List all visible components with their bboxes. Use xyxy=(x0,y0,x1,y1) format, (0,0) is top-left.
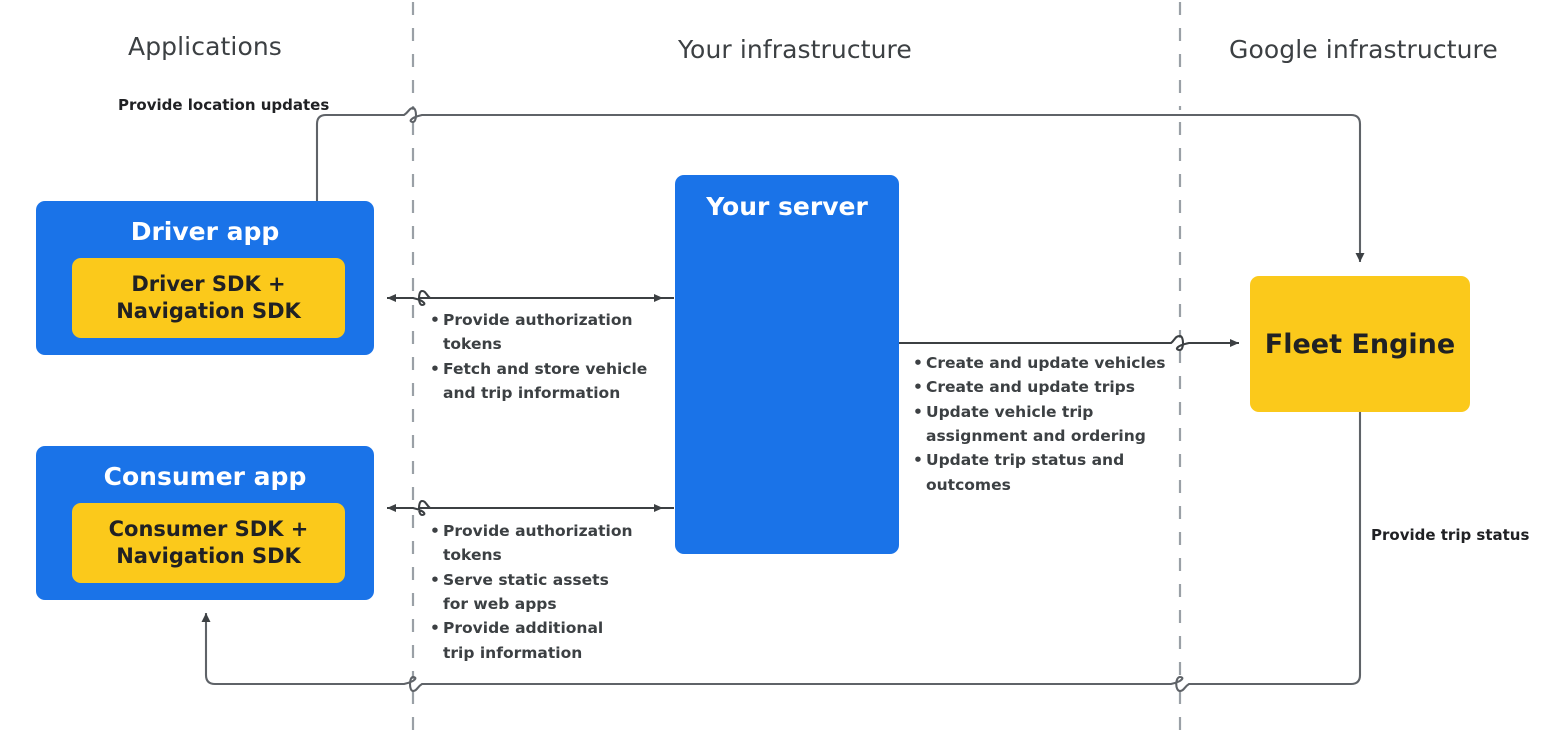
bullet-item: Update trip status and outcomes xyxy=(913,448,1173,497)
zone-title-your-infrastructure: Your infrastructure xyxy=(678,35,912,64)
bullet-item: Provide authorization tokens xyxy=(430,519,660,568)
zone-title-applications: Applications xyxy=(128,32,282,61)
connector-driver-app-server xyxy=(387,289,674,307)
bullets-consumer-to-server: Provide authorization tokens Serve stati… xyxy=(430,519,660,665)
edge-label-provide-location-updates: Provide location updates xyxy=(118,96,330,114)
bullets-driver-to-server: Provide authorization tokens Fetch and s… xyxy=(430,308,660,405)
driver-sdk-label: Driver SDK + Navigation SDK xyxy=(116,271,301,323)
bullet-item: Provide authorization tokens xyxy=(430,308,660,357)
edge-label-provide-trip-status: Provide trip status xyxy=(1371,526,1530,544)
connector-server-to-fleet-engine xyxy=(899,334,1239,352)
driver-app-title: Driver app xyxy=(130,217,280,246)
bullets-server-to-fleet-engine: Create and update vehicles Create and up… xyxy=(913,351,1173,497)
driver-sdk-box[interactable]: Driver SDK + Navigation SDK xyxy=(72,258,345,338)
connector-driver-to-fleet-engine xyxy=(315,106,1365,300)
bullet-item: Provide additional trip information xyxy=(430,616,660,665)
bullet-item: Serve static assets for web apps xyxy=(430,568,660,617)
consumer-sdk-box[interactable]: Consumer SDK + Navigation SDK xyxy=(72,503,345,583)
fleet-engine-box[interactable]: Fleet Engine xyxy=(1250,276,1470,412)
bullet-item: Create and update vehicles xyxy=(913,351,1173,376)
zone-title-google-infrastructure: Google infrastructure xyxy=(1229,35,1498,64)
fleet-engine-label: Fleet Engine xyxy=(1264,328,1456,360)
driver-app-box[interactable]: Driver app Driver SDK + Navigation SDK xyxy=(36,201,374,355)
bullet-item: Update vehicle trip assignment and order… xyxy=(913,400,1173,449)
your-server-title: Your server xyxy=(706,192,868,221)
bullet-item: Fetch and store vehicle and trip informa… xyxy=(430,357,660,406)
bullet-item: Create and update trips xyxy=(913,375,1173,400)
consumer-sdk-label: Consumer SDK + Navigation SDK xyxy=(108,516,309,568)
consumer-app-title: Consumer app xyxy=(103,462,307,491)
your-server-box[interactable]: Your server xyxy=(675,175,899,554)
connector-fleet-engine-to-consumer xyxy=(201,412,1362,693)
connector-consumer-app-server xyxy=(387,499,674,517)
consumer-app-box[interactable]: Consumer app Consumer SDK + Navigation S… xyxy=(36,446,374,600)
